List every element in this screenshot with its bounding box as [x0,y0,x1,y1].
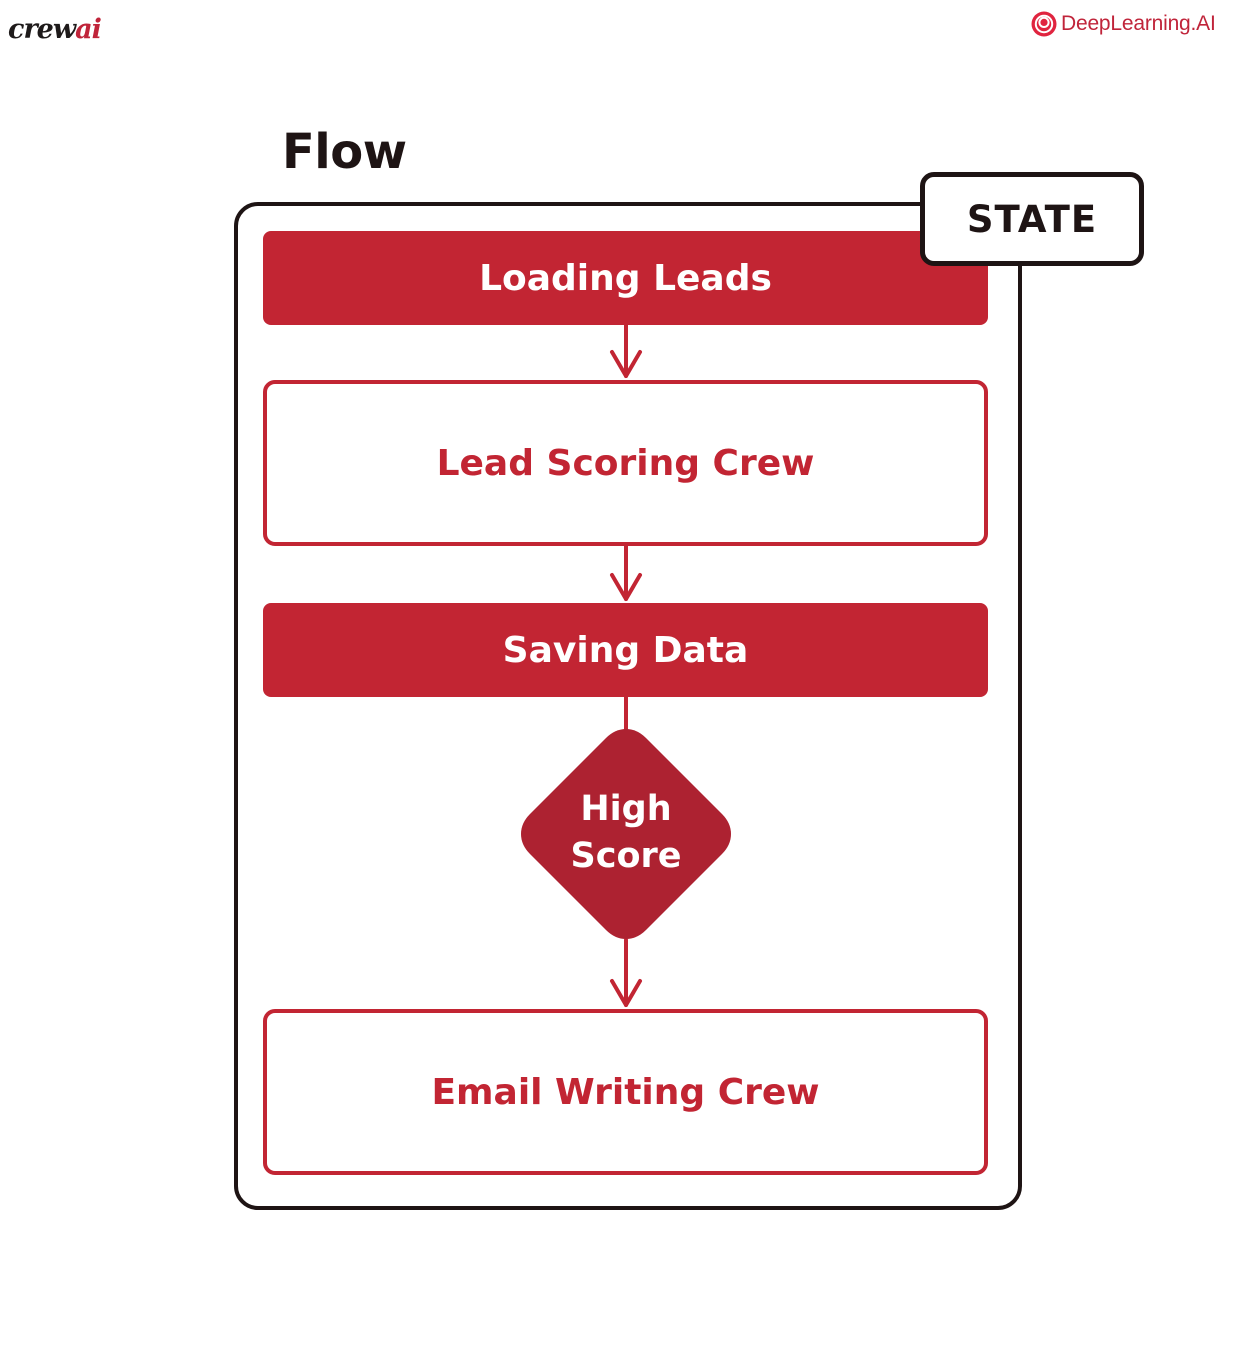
deeplearning-mark-icon [1031,11,1057,37]
deeplearning-logo-text: DeepLearning.AI [1061,12,1216,35]
decision-label-line1: High [580,789,672,829]
step-email-writing-crew: Email Writing Crew [263,1009,988,1175]
state-badge: STATE [920,172,1144,266]
step-lead-scoring-crew: Lead Scoring Crew [263,380,988,546]
crewai-logo: crewai [8,10,116,50]
arrowhead-decision-to-email [610,979,642,1007]
crewai-logo-accent: ai [75,14,102,45]
arrowhead-loading-to-scoring [610,350,642,378]
crewai-logo-text: crew [8,14,76,45]
diagram-title: Flow [282,124,407,180]
step-loading-leads: Loading Leads [263,231,988,325]
decision-label: High Score [526,786,726,880]
decision-diamond [521,729,731,939]
arrowhead-scoring-to-saving [610,573,642,601]
deeplearning-logo: DeepLearning.AI [1030,8,1252,40]
decision-label-line2: Score [570,836,682,876]
step-saving-data: Saving Data [263,603,988,697]
